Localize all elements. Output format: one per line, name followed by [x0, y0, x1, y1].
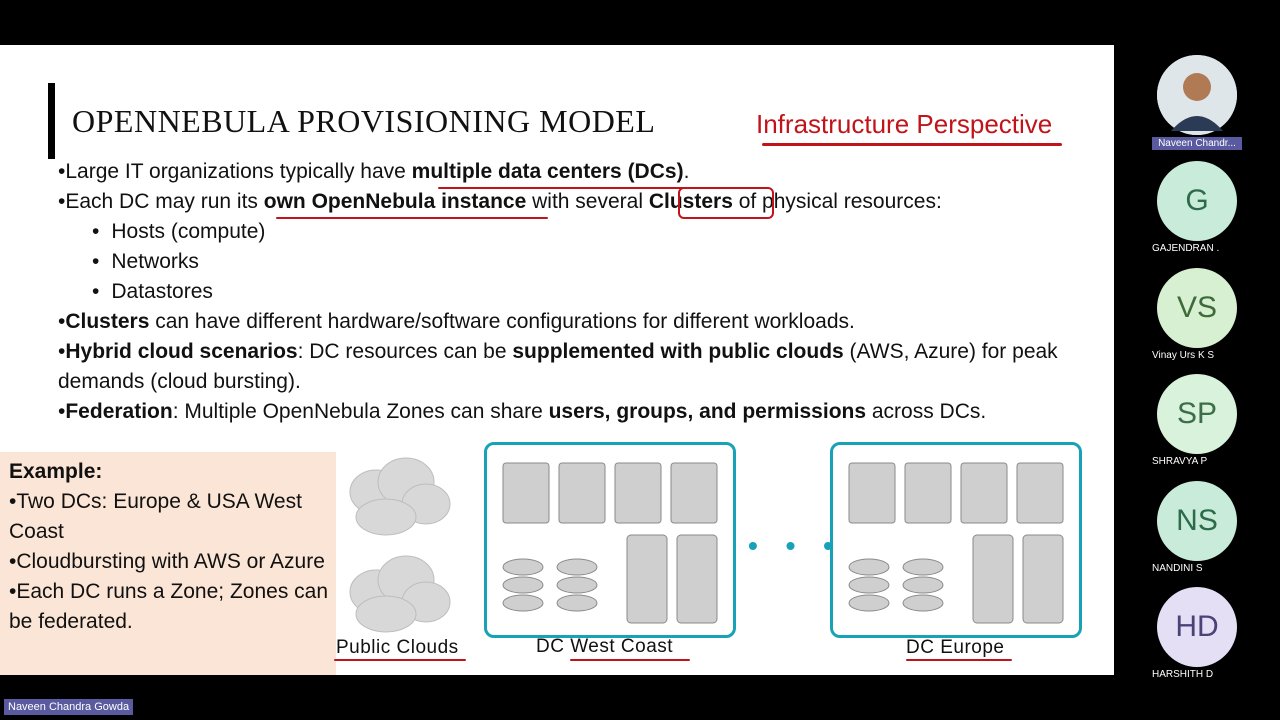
- participant-avatar: NS: [1157, 481, 1237, 561]
- slide-body: •Large IT organizations typically have m…: [58, 157, 1108, 427]
- presentation-slide: OPENNEBULA PROVISIONING MODEL Infrastruc…: [0, 45, 1114, 675]
- participant-name: Vinay Urs K S: [1152, 350, 1215, 361]
- perspective-label: Infrastructure Perspective: [756, 109, 1053, 139]
- server-rack-icon: [848, 462, 1064, 624]
- person-icon: [1157, 55, 1237, 135]
- participant-tile[interactable]: SP SHRAVYA P: [1152, 374, 1242, 467]
- annotation-underline: [438, 187, 718, 189]
- participant-name: HARSHITH D: [1152, 669, 1214, 680]
- public-clouds-label: Public Clouds: [336, 637, 459, 658]
- slide-title: OPENNEBULA PROVISIONING MODEL: [72, 103, 656, 139]
- annotation-underline: [570, 659, 690, 661]
- bullet-line: •Clusters can have different hardware/so…: [58, 310, 855, 333]
- title-accent-bar: [48, 83, 55, 159]
- participant-name: NANDINI S: [1152, 563, 1203, 574]
- participant-tile[interactable]: NS NANDINI S: [1152, 481, 1242, 574]
- ellipsis-dots: • • •: [748, 530, 843, 561]
- participants-panel: Naveen Chandr... G GAJENDRAN . VS Vinay …: [1114, 45, 1280, 680]
- participant-avatar: VS: [1157, 268, 1237, 348]
- dc-west-coast-label: DC West Coast: [536, 636, 674, 657]
- participant-tile[interactable]: HD HARSHITH D: [1152, 587, 1242, 680]
- participant-name: Naveen Chandr...: [1152, 137, 1242, 150]
- annotation-underline: [762, 143, 1062, 146]
- participant-tile[interactable]: VS Vinay Urs K S: [1152, 268, 1242, 361]
- server-rack-icon: [502, 462, 718, 624]
- bullet-line: •Hybrid cloud scenarios: DC resources ca…: [58, 340, 1058, 393]
- dc-europe-box: [830, 442, 1082, 638]
- presenter-name-tag: Naveen Chandra Gowda: [4, 699, 134, 715]
- annotation-box: [678, 187, 774, 219]
- participant-photo: [1157, 55, 1237, 135]
- dc-europe-label: DC Europe: [906, 637, 1005, 658]
- sub-bullet: Hosts (compute): [58, 217, 1108, 247]
- annotation-underline: [334, 659, 466, 661]
- participant-tile[interactable]: G GAJENDRAN .: [1152, 161, 1242, 254]
- example-text: Example: •Two DCs: Europe & USA West Coa…: [9, 460, 329, 633]
- annotation-underline: [276, 217, 548, 219]
- annotation-underline: [906, 659, 1012, 661]
- example-box: [0, 452, 336, 675]
- participant-name: SHRAVYA P: [1152, 456, 1208, 467]
- participant-avatar: G: [1157, 161, 1237, 241]
- participant-avatar: SP: [1157, 374, 1237, 454]
- sub-bullet: Networks: [58, 247, 1108, 277]
- dc-west-coast-box: [484, 442, 736, 638]
- participant-tile[interactable]: Naveen Chandr...: [1152, 55, 1242, 150]
- sub-bullet: Datastores: [58, 277, 1108, 307]
- public-clouds-icon: [349, 457, 451, 633]
- bullet-line: •Each DC may run its own OpenNebula inst…: [58, 190, 942, 213]
- bullet-line: •Large IT organizations typically have m…: [58, 160, 690, 183]
- participant-name: GAJENDRAN .: [1152, 243, 1220, 254]
- bullet-line: •Federation: Multiple OpenNebula Zones c…: [58, 400, 987, 423]
- participant-avatar: HD: [1157, 587, 1237, 667]
